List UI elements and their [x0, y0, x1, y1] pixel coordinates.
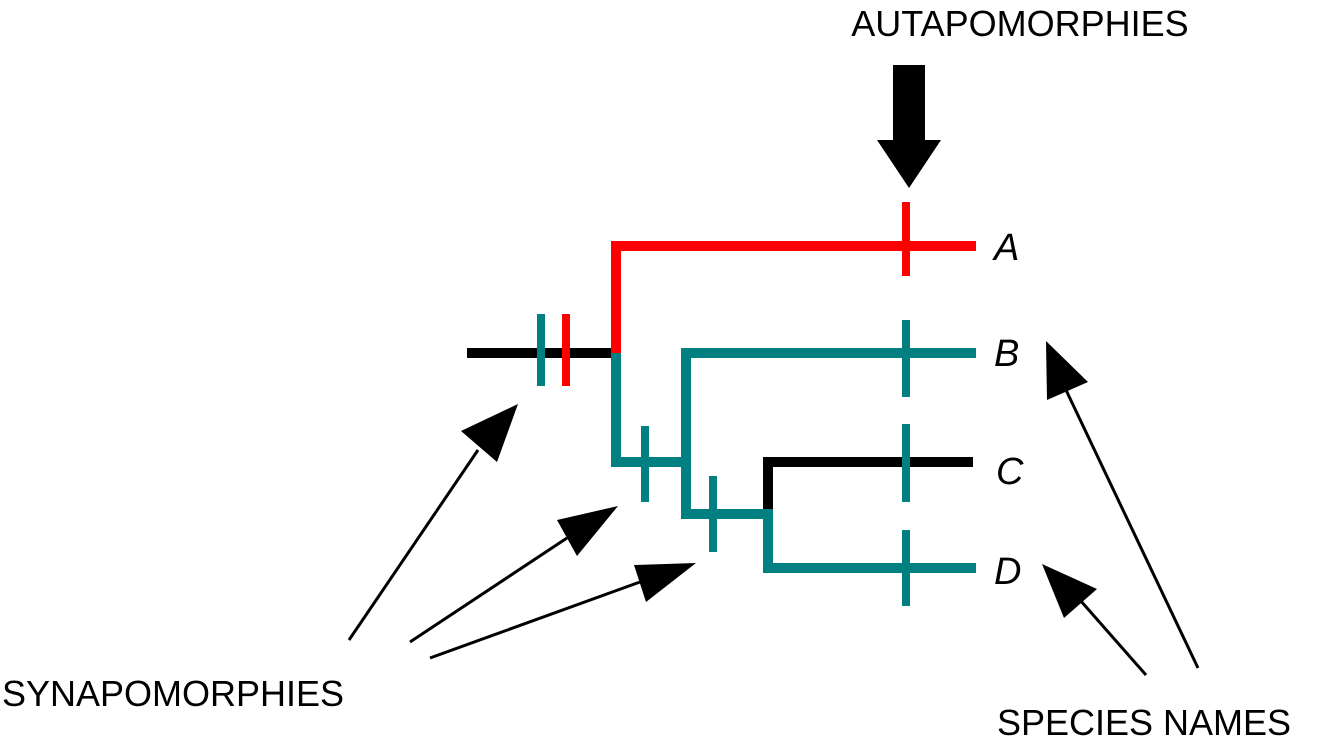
pointer-line-1	[347, 449, 480, 641]
species-pointers	[1042, 341, 1200, 676]
arrowhead-3	[634, 563, 696, 602]
pointer-line-d	[1078, 599, 1148, 676]
arrowhead-1	[461, 404, 518, 462]
synapomorphy-marks	[537, 314, 717, 552]
pointer-line-3	[429, 580, 641, 660]
arrowhead-2	[557, 506, 618, 556]
stem-bcd	[611, 353, 688, 467]
autapomorphies-arrow	[877, 65, 941, 188]
species-label-c: C	[996, 451, 1024, 493]
tree-branches	[467, 241, 976, 573]
stem-cd	[681, 462, 772, 519]
arrowhead-d	[1042, 564, 1097, 618]
arrowhead-b	[1046, 341, 1088, 400]
autapomorphies-label: AUTAPOMORPHIES	[851, 3, 1188, 44]
species-names-label: SPECIES NAMES	[997, 702, 1291, 742]
pointer-line-2	[409, 536, 568, 644]
synapomorphies-label: SYNAPOMORPHIES	[2, 673, 344, 714]
branch-b	[681, 348, 976, 467]
species-label-b: B	[994, 333, 1019, 375]
pointer-line-b	[1064, 389, 1200, 669]
branch-c	[763, 457, 973, 514]
species-label-d: D	[994, 551, 1021, 593]
synapomorphy-pointers	[347, 404, 696, 660]
branch-d	[763, 509, 976, 573]
branch-a	[611, 241, 976, 353]
species-label-a: A	[992, 227, 1019, 269]
